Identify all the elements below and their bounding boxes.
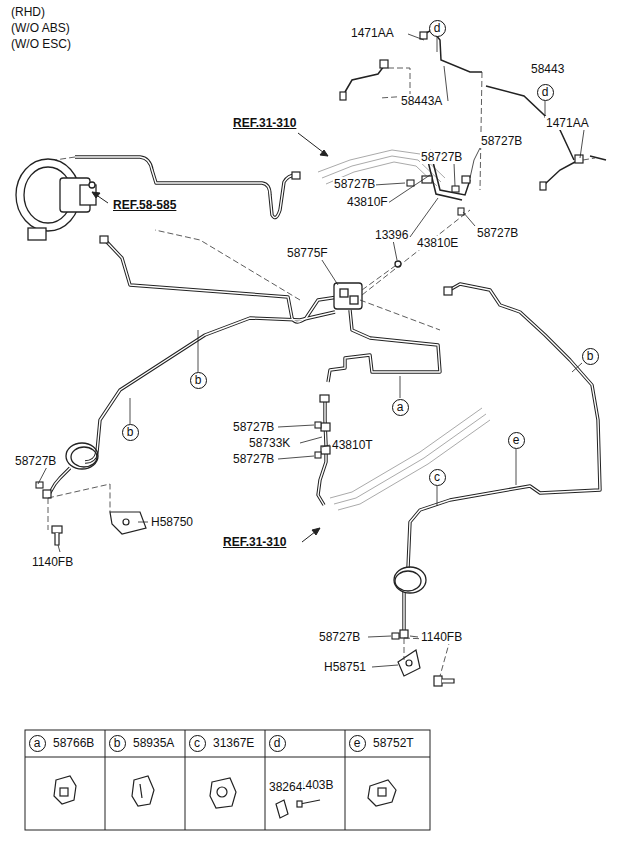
- callout-circle: c: [189, 735, 206, 752]
- callout-letter: c: [194, 737, 200, 749]
- callout-letter: a: [397, 401, 404, 413]
- part-number: 38264: [268, 780, 303, 794]
- part-number: 58733K: [248, 436, 291, 450]
- reference-label: REF.58-585: [112, 198, 177, 212]
- part-number: 1140FB: [31, 555, 74, 569]
- part-number: 58727B: [14, 454, 57, 468]
- part-number: 58727B: [420, 150, 463, 164]
- part-number: 43810E: [416, 236, 459, 250]
- part-number: 58935A: [132, 736, 175, 750]
- part-number: H58750: [150, 515, 194, 529]
- callout-circle: d: [429, 20, 446, 37]
- part-number: 13396: [374, 228, 409, 242]
- part-number: 31367E: [212, 736, 255, 750]
- part-number: 58775F: [286, 246, 329, 260]
- part-number: 58727B: [232, 452, 275, 466]
- part-number: 58727B: [476, 226, 519, 240]
- callout-letter: b: [114, 737, 121, 749]
- callout-circle: e: [508, 432, 525, 449]
- part-number: 58443A: [400, 94, 443, 108]
- part-number: 43810F: [346, 195, 389, 209]
- callout-circle: d: [537, 84, 554, 101]
- callout-circle: c: [429, 469, 446, 486]
- callout-letter: e: [354, 737, 361, 749]
- part-number: 58727B: [333, 177, 376, 191]
- part-number: (W/O ABS): [10, 21, 71, 35]
- callout-letter: b: [127, 426, 134, 438]
- callout-circle: b: [122, 424, 139, 441]
- callout-circle: b: [582, 348, 599, 365]
- part-number: 43810T: [331, 438, 374, 452]
- callout-circle: a: [392, 399, 409, 416]
- callout-letter: c: [434, 471, 440, 483]
- part-number: H58751: [323, 660, 367, 674]
- callout-letter: e: [513, 434, 520, 446]
- part-number: 58766B: [52, 736, 95, 750]
- part-number: 1471AA: [545, 116, 590, 130]
- part-number: 58727B: [232, 420, 275, 434]
- part-number: (W/O ESC): [10, 37, 72, 51]
- part-number: 58727B: [318, 630, 361, 644]
- reference-label: REF.31-310: [222, 535, 287, 549]
- callout-letter: d: [434, 22, 441, 34]
- callout-letter: b: [195, 374, 202, 386]
- callout-circle: e: [349, 735, 366, 752]
- callout-letter: d: [542, 86, 549, 98]
- part-number: 1471AA: [350, 26, 395, 40]
- reference-label: REF.31-310: [232, 116, 297, 130]
- callout-circle: a: [29, 735, 46, 752]
- part-number: 58727B: [480, 134, 523, 148]
- part-number: (RHD): [10, 5, 46, 19]
- part-number: 58443: [530, 62, 565, 76]
- callout-circle: b: [190, 372, 207, 389]
- part-number: 58752T: [372, 736, 415, 750]
- callout-letter: d: [274, 737, 281, 749]
- part-number: 1140FB: [420, 630, 463, 644]
- callout-circle: b: [109, 735, 126, 752]
- callout-letter: a: [34, 737, 41, 749]
- callout-letter: b: [587, 350, 594, 362]
- callout-circle: d: [269, 735, 286, 752]
